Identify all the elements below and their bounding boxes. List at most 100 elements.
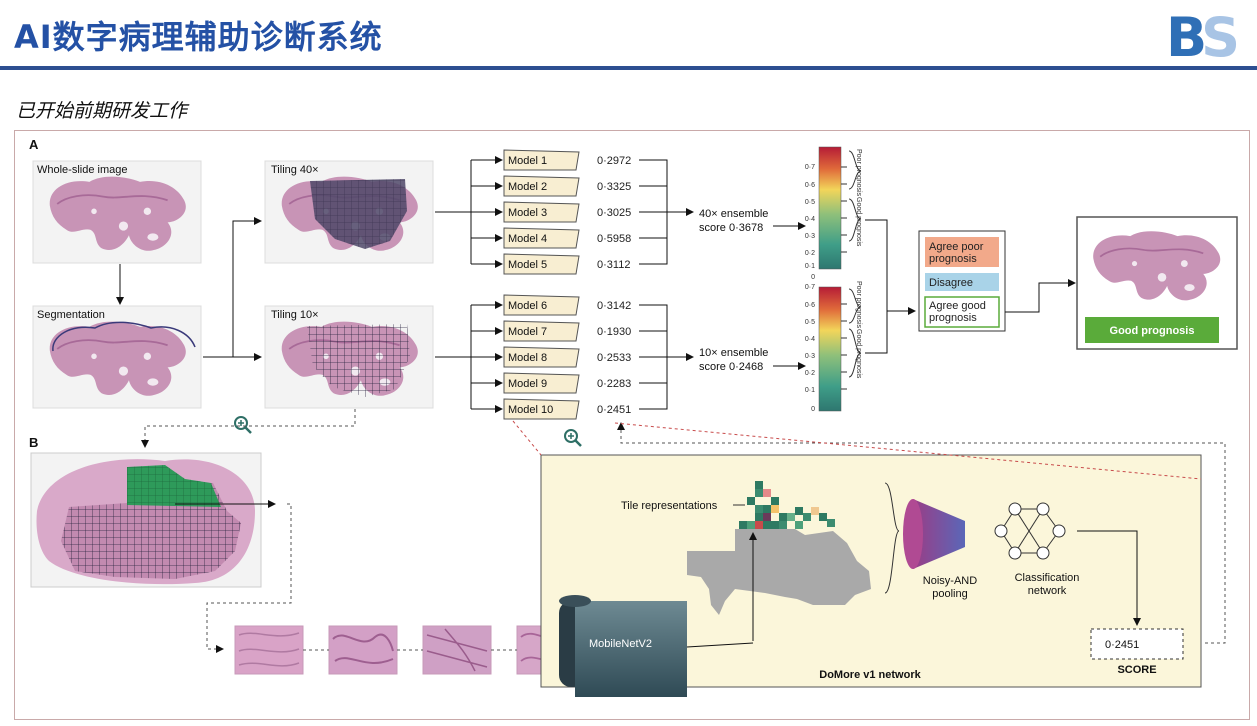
agree-good-line1: Agree good [929, 300, 986, 312]
agree-good-line2: prognosis [929, 312, 977, 324]
disagree-box [925, 273, 999, 291]
noisy-and-line1: Noisy-AND [923, 575, 977, 587]
bs-logo: BS [1166, 6, 1240, 69]
svg-text:0·4: 0·4 [805, 336, 815, 343]
svg-text:0·7: 0·7 [805, 164, 815, 171]
model-box-1 [503, 149, 580, 171]
score-value: 0·2451 [1105, 639, 1139, 651]
mobilenet-label: MobileNetV2 [589, 638, 652, 650]
tile-representations-label: Tile representations [621, 500, 718, 512]
panel-a-label: A [29, 137, 39, 152]
tile-thumb-3 [422, 625, 492, 675]
svg-text:0·5: 0·5 [805, 319, 815, 326]
agree-poor-box [925, 237, 999, 267]
model-score-5: 0·3112 [597, 259, 630, 271]
score-box [1090, 628, 1184, 660]
model-label-6: Model 6 [508, 300, 547, 312]
title-divider [0, 66, 1257, 70]
noisy-and-line2: pooling [932, 588, 967, 600]
model-box-5 [503, 253, 580, 275]
zoom-icon [234, 416, 252, 434]
svg-text:0·4: 0·4 [805, 216, 815, 223]
svg-text:0·3: 0·3 [805, 233, 815, 240]
model-box-9 [503, 372, 580, 394]
svg-text:Poor prognosis: Poor prognosis [855, 149, 862, 197]
svg-text:0·6: 0·6 [805, 302, 815, 309]
ensemble10-line1: 10× ensemble [699, 347, 768, 359]
agree-poor-line1: Agree poor [929, 241, 984, 253]
network-label: DoMore v1 network [819, 669, 921, 681]
svg-text:0·2: 0·2 [805, 250, 815, 257]
model-score-2: 0·3325 [597, 181, 631, 193]
logo-letter-s: S [1201, 6, 1240, 69]
model-label-1: Model 1 [508, 155, 547, 167]
model-score-8: 0·2533 [597, 352, 631, 364]
model-score-1: 0·2972 [597, 155, 631, 167]
agree-good-box [924, 296, 1000, 328]
model-score-9: 0·2283 [597, 378, 631, 390]
tiling10-label: Tiling 10× [271, 309, 319, 321]
panel-b-label: B [29, 435, 38, 450]
classification-line2: network [1028, 585, 1067, 597]
svg-text:0: 0 [811, 274, 815, 281]
mobilenet-block: MobileNetV2 [559, 595, 687, 697]
model-box-10 [503, 398, 580, 420]
svg-text:0·1: 0·1 [805, 387, 815, 394]
score-label: SCORE [1117, 664, 1156, 676]
page-subtitle: 已开始前期研发工作 [16, 100, 188, 122]
segmentation-label: Segmentation [37, 309, 105, 321]
svg-text:Good prognosis: Good prognosis [855, 197, 862, 247]
pipeline-diagram: A Whole-slide image Segmentation Tiling … [29, 137, 1238, 697]
tile-thumb-2 [328, 625, 398, 675]
logo-letter-b: B [1166, 6, 1207, 69]
svg-text:0·5: 0·5 [805, 199, 815, 206]
score-scale-10x: 0·7 0·6 0·5 0·4 0·3 0·2 0·1 0 Poor progn… [805, 281, 862, 413]
ensemble40-line2: score 0·3678 [699, 222, 763, 234]
model-box-7 [503, 320, 580, 342]
result-label: Good prognosis [1110, 325, 1195, 337]
model-box-8 [503, 346, 580, 368]
model-box-6 [503, 294, 580, 316]
model-score-6: 0·3142 [597, 300, 631, 312]
pipeline-figure: A Whole-slide image Segmentation Tiling … [14, 130, 1250, 720]
model-label-4: Model 4 [508, 233, 547, 245]
model-column: Model 1 Model 2 Model 3 Model 4 Model 5 … [471, 149, 631, 420]
tissue-silhouette [687, 529, 871, 615]
svg-text:0·3: 0·3 [805, 353, 815, 360]
ensemble10-line2: score 0·2468 [699, 361, 763, 373]
model-score-7: 0·1930 [597, 326, 631, 338]
zoom-icon [564, 429, 582, 447]
model-label-7: Model 7 [508, 326, 547, 338]
page-title: AI数字病理辅助诊断系统 [14, 18, 383, 56]
svg-text:0·7: 0·7 [805, 284, 815, 291]
model-label-9: Model 9 [508, 378, 547, 390]
wsi-label: Whole-slide image [37, 164, 127, 176]
model-label-10: Model 10 [508, 404, 553, 416]
model-label-8: Model 8 [508, 352, 547, 364]
agree-poor-line2: prognosis [929, 253, 977, 265]
model-box-3 [503, 201, 580, 223]
model-score-10: 0·2451 [597, 404, 631, 416]
model-label-3: Model 3 [508, 207, 547, 219]
svg-text:0·1: 0·1 [805, 263, 815, 270]
ensemble40-line1: 40× ensemble [699, 208, 768, 220]
tiling40-label: Tiling 40× [271, 164, 319, 176]
classification-network-icon [994, 502, 1066, 560]
svg-text:0·6: 0·6 [805, 182, 815, 189]
model-box-2 [503, 175, 580, 197]
model-score-3: 0·3025 [597, 207, 631, 219]
model-score-4: 0·5958 [597, 233, 631, 245]
model-label-5: Model 5 [508, 259, 547, 271]
disagree-label: Disagree [929, 277, 973, 289]
svg-text:0: 0 [811, 406, 815, 413]
svg-text:Poor prognosis: Poor prognosis [855, 281, 862, 329]
model-box-4 [503, 227, 580, 249]
noisy-and-funnel-icon [903, 499, 965, 569]
tile-heatmap [739, 481, 835, 529]
score-scale-40x: 0·7 0·6 0·5 0·4 0·3 0·2 0·1 0 Poor progn… [805, 146, 862, 281]
svg-text:Good prognosis: Good prognosis [855, 329, 862, 379]
classification-line1: Classification [1015, 572, 1080, 584]
model-label-2: Model 2 [508, 181, 547, 193]
result-banner [1085, 317, 1219, 343]
svg-text:0·2: 0·2 [805, 370, 815, 377]
